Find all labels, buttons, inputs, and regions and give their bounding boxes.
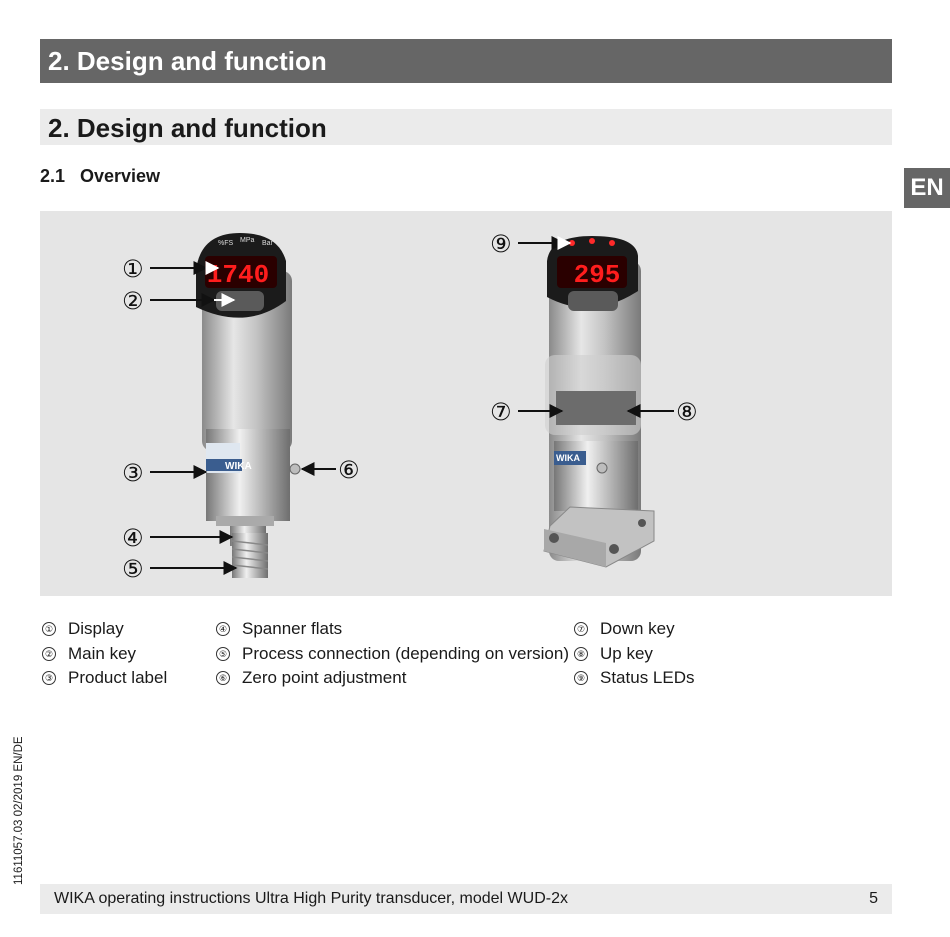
legend-marker: ⑧ xyxy=(574,646,588,661)
legend-item: ⑦ Down key xyxy=(572,617,695,642)
left-transducer xyxy=(196,233,301,578)
callout-7: ⑦ xyxy=(490,398,512,426)
legend-marker: ④ xyxy=(216,622,230,637)
callout-3: ③ xyxy=(122,459,144,487)
legend-label: Process connection (depending on version… xyxy=(242,643,569,663)
legend-item: ③ Product label xyxy=(40,666,167,691)
unit-label: Bar xyxy=(262,240,274,247)
subsection-title: Overview xyxy=(80,166,161,186)
legend-label: Up key xyxy=(600,643,653,663)
legend-label: Status LEDs xyxy=(600,668,695,688)
legend-marker: ⑥ xyxy=(216,671,230,686)
legend-item: ⑥ Zero point adjustment xyxy=(214,666,569,691)
callout-6: ⑥ xyxy=(338,456,360,484)
legend-column-2: ④ Spanner flats ⑤ Process connection (depe… xyxy=(214,617,569,691)
legend-column-1: ① Display ② Main key ③ Product label xyxy=(40,617,167,691)
device-illustration: 1740 %FS MPa Bar WIKA 295 xyxy=(122,230,698,583)
legend-label: Main key xyxy=(68,643,137,663)
callout-5: ⑤ xyxy=(122,555,144,583)
legend-marker: ⑤ xyxy=(216,646,230,661)
callout-8: ⑧ xyxy=(676,398,698,426)
legend-label: Down key xyxy=(600,619,675,639)
right-main-key xyxy=(568,291,618,311)
left-display-value: 1740 xyxy=(207,260,269,290)
callout-labels: ① ② ③ ④ ⑤ ⑥ ⑦ ⑧ ⑨ xyxy=(122,230,698,583)
unit-label: MPa xyxy=(240,237,255,244)
legend-item: ② Main key xyxy=(40,642,167,667)
brand-label: WIKA xyxy=(225,461,252,472)
legend-label: Product label xyxy=(68,668,168,688)
legend-label: Spanner flats xyxy=(242,619,343,639)
language-tab[interactable]: EN xyxy=(904,168,950,208)
chapter-header: 2. Design and function xyxy=(40,39,892,83)
left-unit-labels: %FS MPa Bar xyxy=(218,237,274,247)
callout-9: ⑨ xyxy=(490,230,512,258)
callout-4: ④ xyxy=(122,524,144,552)
legend-label: Display xyxy=(68,619,124,639)
legend-column-3: ⑦ Down key ⑧ Up key ⑨ Status LEDs xyxy=(572,617,695,691)
legend-item: ⑨ Status LEDs xyxy=(572,666,695,691)
right-transducer xyxy=(543,236,655,568)
callout-1: ① xyxy=(122,255,144,283)
footer-title: WIKA operating instructions Ultra High P… xyxy=(54,890,568,907)
legend-item: ① Display xyxy=(40,617,167,642)
document-code: 11611057.03 02/2019 EN/DE xyxy=(13,736,25,885)
legend-item: ④ Spanner flats xyxy=(214,617,569,642)
legend-marker: ② xyxy=(42,646,56,661)
legend-marker: ① xyxy=(42,622,56,637)
section-header: 2. Design and function xyxy=(40,109,892,145)
page-number: 5 xyxy=(869,890,878,907)
callout-2: ② xyxy=(122,287,144,315)
right-brand-label: WIKA xyxy=(556,453,580,463)
page-footer: WIKA operating instructions Ultra High P… xyxy=(40,884,892,914)
subsection-number: 2.1 xyxy=(40,166,66,186)
legend-marker: ⑦ xyxy=(574,622,588,637)
overview-figure: 1740 %FS MPa Bar WIKA 295 xyxy=(40,211,892,596)
legend-label: Zero point adjustment xyxy=(242,668,407,688)
subsection-heading: 2.1 Overview xyxy=(40,166,160,187)
legend-marker: ③ xyxy=(42,671,56,686)
right-display-value: 295 xyxy=(574,260,621,290)
unit-label: %FS xyxy=(218,240,234,247)
legend-item: ⑤ Process connection (depending on versio… xyxy=(214,642,569,667)
legend-marker: ⑨ xyxy=(574,671,588,686)
legend-item: ⑧ Up key xyxy=(572,642,695,667)
